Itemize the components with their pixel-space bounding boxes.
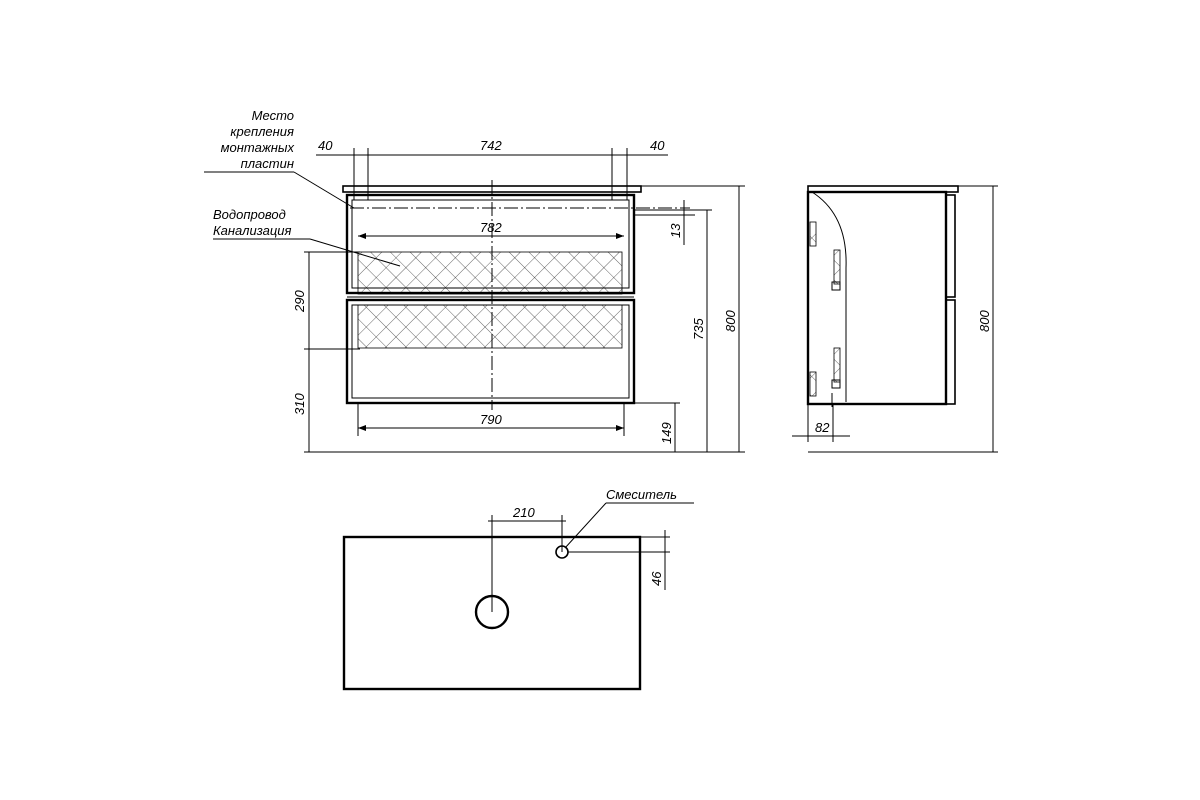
side-view (806, 185, 959, 410)
service-zone-lower (357, 304, 623, 349)
dim-bottom-width: 790 (357, 403, 625, 436)
dim-mixer-x-value: 210 (512, 505, 535, 520)
dim-inner-width-value: 782 (480, 220, 502, 235)
water-label: Водопровод (213, 207, 286, 222)
side-front-upper (945, 194, 956, 298)
dim-body-height-value: 735 (691, 318, 706, 340)
dim-zone-lower: 310 (292, 393, 307, 415)
side-front-lower (945, 299, 956, 405)
dim-left-margin: 40 (318, 138, 333, 153)
mount-leader (293, 171, 355, 209)
dim-side-depth-value: 82 (815, 420, 830, 435)
pipes-label: Водопровод Канализация (213, 207, 401, 267)
mount-label-line4: пластин (241, 156, 294, 171)
mixer-leader (564, 502, 607, 549)
front-lower-drawer (345, 298, 636, 405)
sewer-label: Канализация (213, 223, 291, 238)
dim-zone-upper: 290 (292, 290, 307, 313)
pipes-leader (309, 238, 401, 267)
mount-label-line1: Место (252, 108, 294, 123)
mount-label-line2: крепления (230, 124, 294, 139)
dim-plates-span: 742 (480, 138, 502, 153)
dim-mixer-x: 210 (488, 505, 566, 552)
dim-total-height-value: 800 (723, 310, 738, 332)
dim-bottom-offset-value: 149 (659, 422, 674, 444)
dim-bottom-width-value: 790 (480, 412, 502, 427)
top-view (342, 515, 642, 691)
mixer-label: Смеситель (606, 487, 677, 502)
dim-inner-width: 782 (358, 220, 624, 239)
dim-mixer-y: 46 (568, 530, 670, 590)
dim-bottom-offset: 149 (634, 402, 680, 452)
dim-top: 40 742 40 (316, 138, 668, 200)
mixer-label-group: Смеситель (564, 487, 694, 549)
dim-total-height: 800 (641, 185, 745, 452)
dim-right-margin: 40 (650, 138, 665, 153)
dim-mixer-y-value: 46 (649, 571, 664, 586)
dim-top-offset-value: 13 (668, 223, 683, 238)
front-view (342, 180, 690, 410)
dim-side-height-value: 800 (977, 310, 992, 332)
service-zone-upper (357, 251, 623, 295)
dim-body-height: 735 (634, 209, 712, 452)
dim-side-depth: 82 (792, 404, 850, 442)
dim-side-height: 800 (958, 185, 998, 452)
side-body (806, 190, 948, 406)
dim-left-zones: 290 310 (292, 251, 360, 452)
dim-top-offset: 13 (634, 200, 695, 245)
mount-label: Место крепления монтажных пластин (204, 108, 355, 209)
mount-label-line3: монтажных (221, 140, 295, 155)
siphon-curve (811, 191, 847, 402)
